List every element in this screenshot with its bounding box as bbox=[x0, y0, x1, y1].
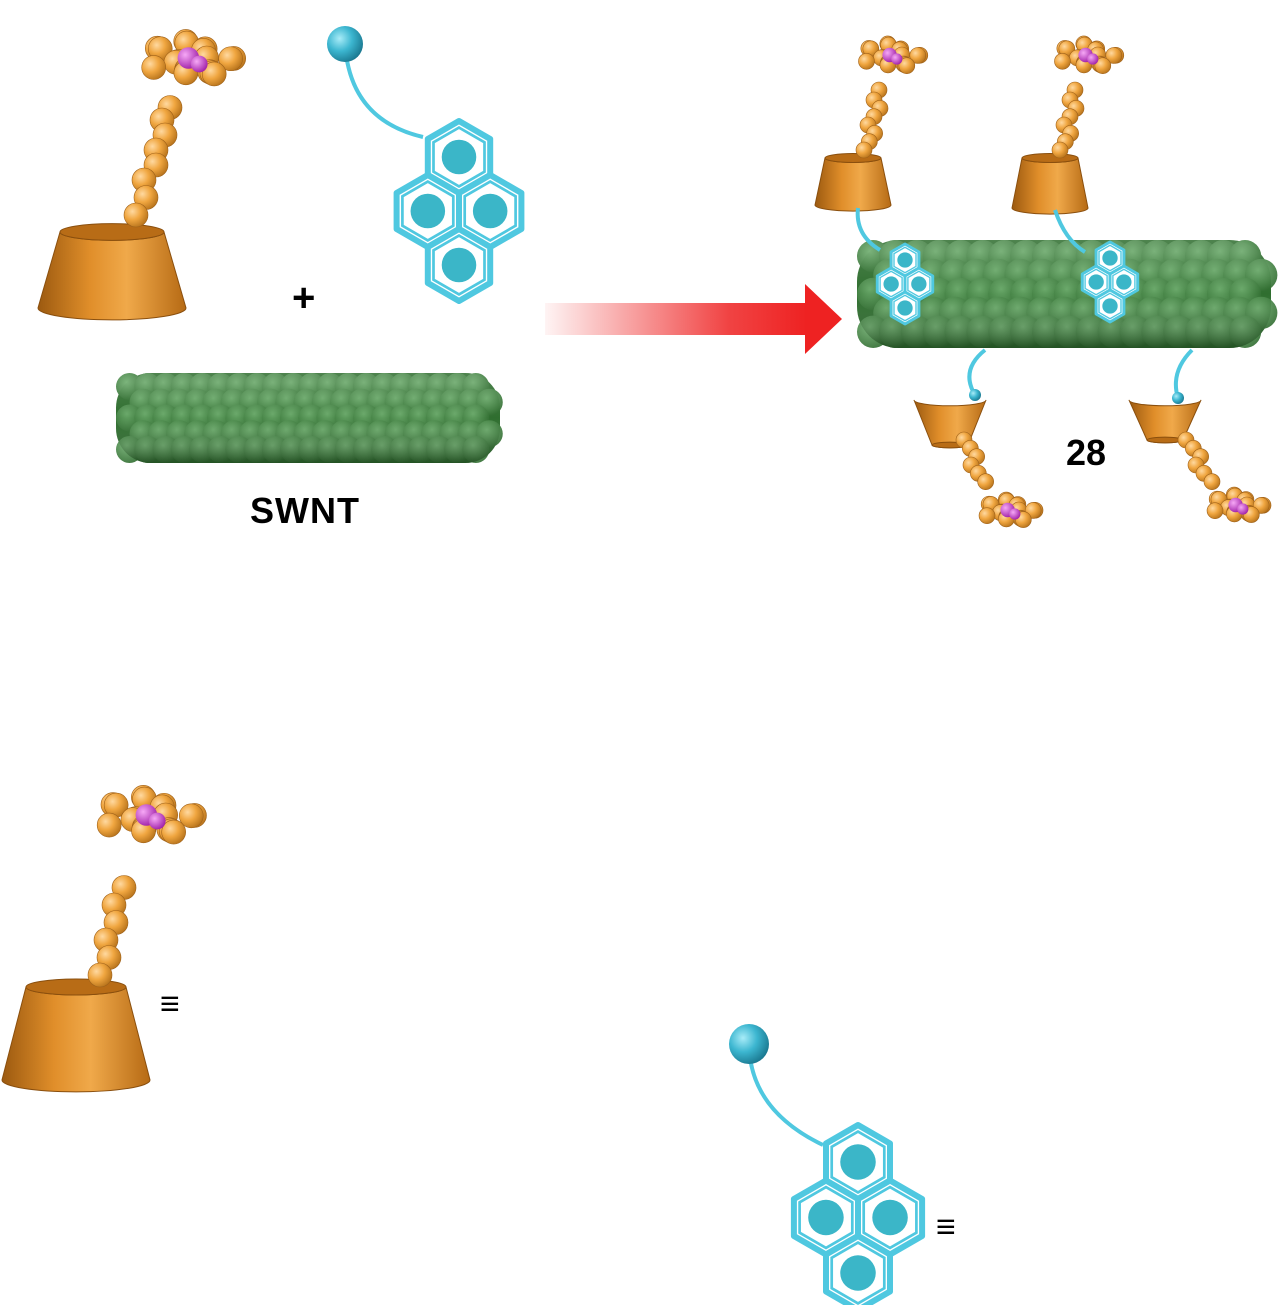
cyclodextrin-cone-icon bbox=[913, 399, 987, 449]
product-28-assembly bbox=[814, 35, 1278, 528]
reaction-arrow-icon bbox=[545, 284, 842, 354]
linker-icon bbox=[327, 26, 424, 139]
legend-cyclodextrin-icon bbox=[1, 785, 207, 1093]
pyrene-icon bbox=[1080, 240, 1140, 324]
cyclodextrin-cone-icon bbox=[1, 978, 151, 1093]
linker-icon bbox=[729, 1024, 824, 1147]
linker-icon bbox=[855, 207, 882, 252]
bead-chain-icon bbox=[1177, 431, 1272, 523]
plus-sign: + bbox=[292, 276, 316, 320]
cyclodextrin-cone-icon bbox=[37, 223, 187, 321]
equivalence-symbol: ≡ bbox=[160, 985, 180, 1023]
compound-number-label: 28 bbox=[1066, 432, 1107, 473]
bead-chain-icon bbox=[123, 29, 246, 228]
pyrene-icon bbox=[393, 118, 525, 304]
cyclodextrin-cone-icon bbox=[1011, 153, 1089, 215]
legend-pyrene-icon bbox=[729, 1024, 926, 1305]
cyclodextrin-cone-icon bbox=[814, 153, 892, 212]
pyrene-linker-reactant bbox=[327, 26, 525, 304]
bead-chain-icon bbox=[955, 431, 1044, 528]
linker-icon bbox=[967, 348, 987, 401]
bead-chain-icon bbox=[87, 785, 207, 988]
nanotube-icon bbox=[116, 373, 503, 463]
cyclodextrin-guest-reactant bbox=[37, 29, 246, 321]
swnt-label: SWNT bbox=[250, 490, 360, 531]
pyrene-icon bbox=[790, 1122, 926, 1305]
linker-icon bbox=[1053, 209, 1087, 254]
linker-icon bbox=[1172, 348, 1194, 404]
pyrene-icon bbox=[875, 242, 935, 326]
bead-chain-icon bbox=[1051, 35, 1125, 159]
bead-chain-icon bbox=[855, 35, 929, 159]
equivalence-symbol: ≡ bbox=[936, 1208, 956, 1246]
nanotube-icon bbox=[116, 373, 503, 463]
nanotube-icon bbox=[857, 240, 1278, 348]
